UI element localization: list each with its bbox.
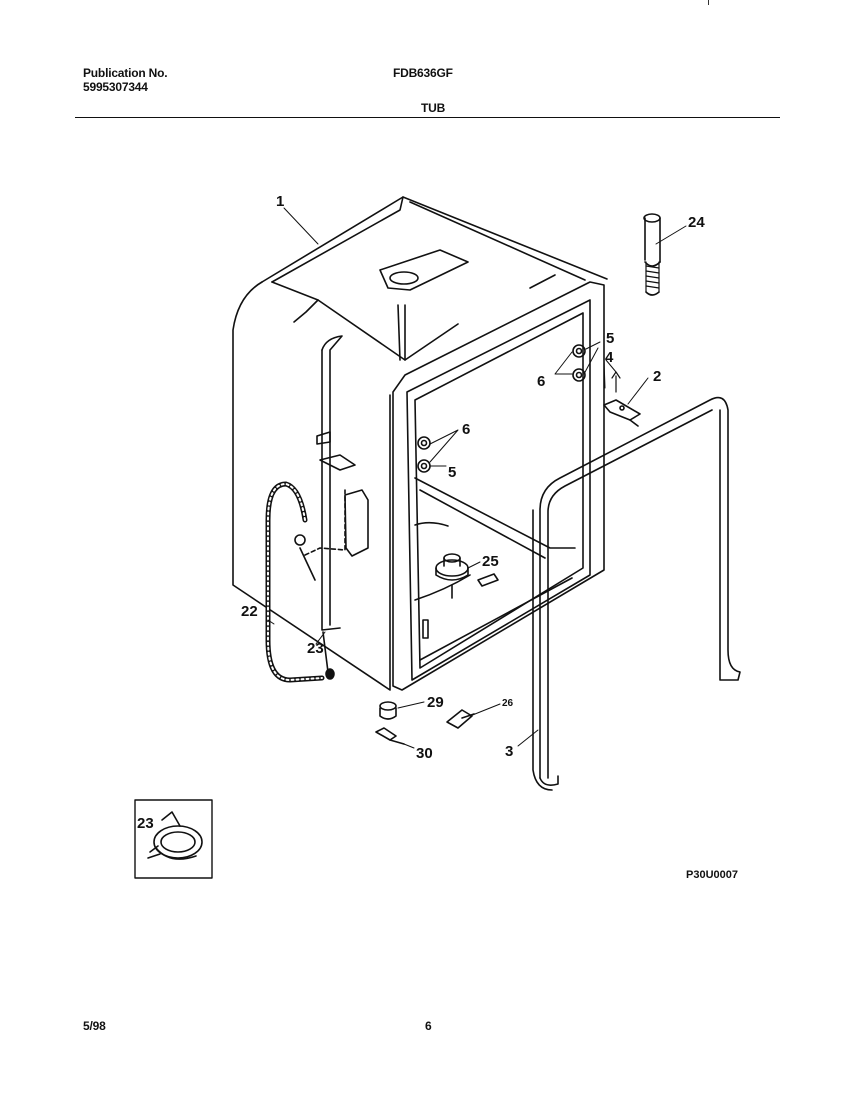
callout-30: 30 bbox=[416, 745, 433, 762]
tub-front-frame bbox=[392, 281, 605, 691]
callout-3: 3 bbox=[505, 743, 513, 760]
model-number: FDB636GF bbox=[393, 66, 453, 80]
callout-24: 24 bbox=[688, 214, 705, 231]
callout-1: 1 bbox=[276, 193, 284, 210]
callout-5-upper: 5 bbox=[606, 330, 614, 347]
tub-body bbox=[232, 196, 608, 691]
section-title: TUB bbox=[421, 101, 446, 115]
page-number: 6 bbox=[425, 1019, 432, 1033]
footer-date: 5/98 bbox=[83, 1019, 106, 1033]
callout-26: 26 bbox=[502, 698, 514, 709]
part-2 bbox=[603, 399, 641, 427]
callout-4: 4 bbox=[605, 349, 614, 366]
callout-25: 25 bbox=[482, 553, 499, 570]
inset-callout-23: 23 bbox=[137, 815, 154, 832]
small-parts bbox=[375, 701, 475, 745]
header-rule bbox=[75, 117, 780, 118]
side-rail bbox=[304, 335, 369, 631]
callout-2: 2 bbox=[653, 368, 661, 385]
callout-5-lower: 5 bbox=[448, 464, 456, 481]
publication-number: 5995307344 bbox=[83, 80, 148, 94]
part-3-gasket bbox=[532, 396, 741, 791]
inset-detail-box: 23 bbox=[134, 799, 213, 879]
leader-lines bbox=[267, 207, 687, 749]
callout-6-upper: 6 bbox=[537, 373, 545, 390]
figure-code: P30U0007 bbox=[686, 869, 738, 881]
callout-29: 29 bbox=[427, 694, 444, 711]
drain-hose bbox=[265, 481, 335, 683]
callout-22: 22 bbox=[241, 603, 258, 620]
part-25 bbox=[414, 521, 499, 639]
callout-6-lower: 6 bbox=[462, 421, 470, 438]
callout-labels: 1 2 3 4 5 5 6 6 22 23 24 25 26 29 30 bbox=[241, 193, 705, 762]
publication-label: Publication No. bbox=[83, 66, 168, 80]
part-24 bbox=[643, 213, 661, 296]
callout-23: 23 bbox=[307, 640, 324, 657]
edge-tick-mark bbox=[708, 0, 709, 5]
